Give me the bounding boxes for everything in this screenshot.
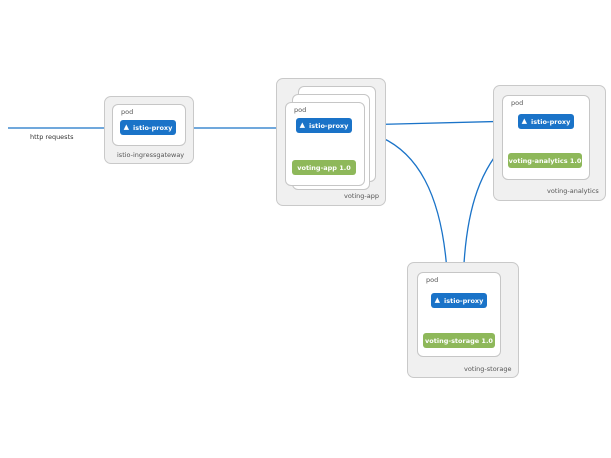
proxy-label: istio-proxy [133, 123, 173, 132]
pod-label: pod [426, 276, 439, 284]
proxy-label: istio-proxy [531, 117, 571, 126]
service-label: istio-ingressgateway [117, 151, 185, 159]
pod-label: pod [121, 108, 134, 116]
service-label: voting-storage [464, 365, 512, 373]
voting-storage-proxy[interactable]: ▲ istio-proxy [431, 293, 487, 308]
ingress-proxy[interactable]: ▲ istio-proxy [120, 120, 176, 135]
proxy-label: istio-proxy [444, 296, 484, 305]
voting-analytics-container[interactable]: voting-analytics 1.0 [508, 153, 582, 168]
voting-storage-container[interactable]: voting-storage 1.0 [423, 333, 495, 348]
voting-app-container[interactable]: voting-app 1.0 [292, 160, 356, 175]
istio-sail-icon: ▲ [434, 296, 441, 304]
istio-sail-icon: ▲ [299, 121, 306, 129]
pod-label: pod [294, 106, 307, 114]
voting-analytics-proxy[interactable]: ▲ istio-proxy [518, 114, 574, 129]
pod-label: pod [511, 99, 524, 107]
proxy-label: istio-proxy [309, 121, 349, 130]
http-requests-label: http requests [30, 133, 74, 141]
istio-sail-icon: ▲ [123, 123, 130, 131]
istio-sail-icon: ▲ [521, 117, 528, 125]
service-label: voting-app [344, 192, 380, 200]
service-label: voting-analytics [547, 187, 599, 195]
voting-app-proxy[interactable]: ▲ istio-proxy [296, 118, 352, 133]
